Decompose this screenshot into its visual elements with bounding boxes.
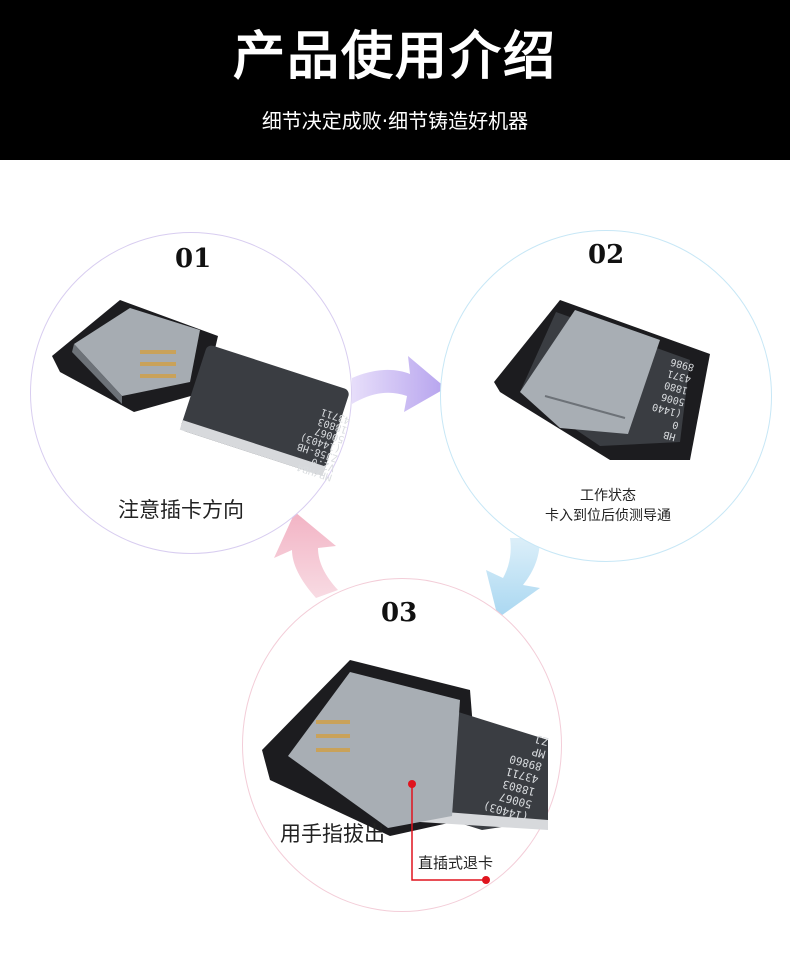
step-1-illustration [52, 300, 349, 476]
usage-diagram: MP/HB4 V2.0 ZJ58-HB (14403) 50067 18803 … [0, 160, 790, 979]
step-1-label: 注意插卡方向 [118, 498, 244, 522]
step-2-label: 工作状态 卡入到位后侦测导通 [528, 486, 688, 526]
arrow-up-icon [274, 512, 338, 598]
arrow-right-icon [352, 356, 446, 412]
page-subtitle: 细节决定成败·细节铸造好机器 [261, 109, 529, 133]
page-title: 产品使用介绍 [232, 27, 557, 87]
step-2-number: 02 [588, 240, 625, 270]
step-2-label-line2: 卡入到位后侦测导通 [545, 508, 671, 524]
callout-eject-label: 直插式退卡 [418, 854, 494, 872]
step-3-number: 03 [381, 598, 418, 628]
step-2-illustration [494, 300, 710, 460]
step-1-number: 01 [175, 244, 212, 274]
step-2-label-line1: 工作状态 [580, 488, 636, 504]
step-3-illustration [262, 660, 548, 884]
header-banner: 产品使用介绍 细节决定成败·细节铸造好机器 [0, 0, 790, 160]
step-3-label: 用手指拔出 [280, 822, 385, 846]
arrow-down-icon [486, 538, 540, 618]
flow-arrows [274, 356, 540, 618]
